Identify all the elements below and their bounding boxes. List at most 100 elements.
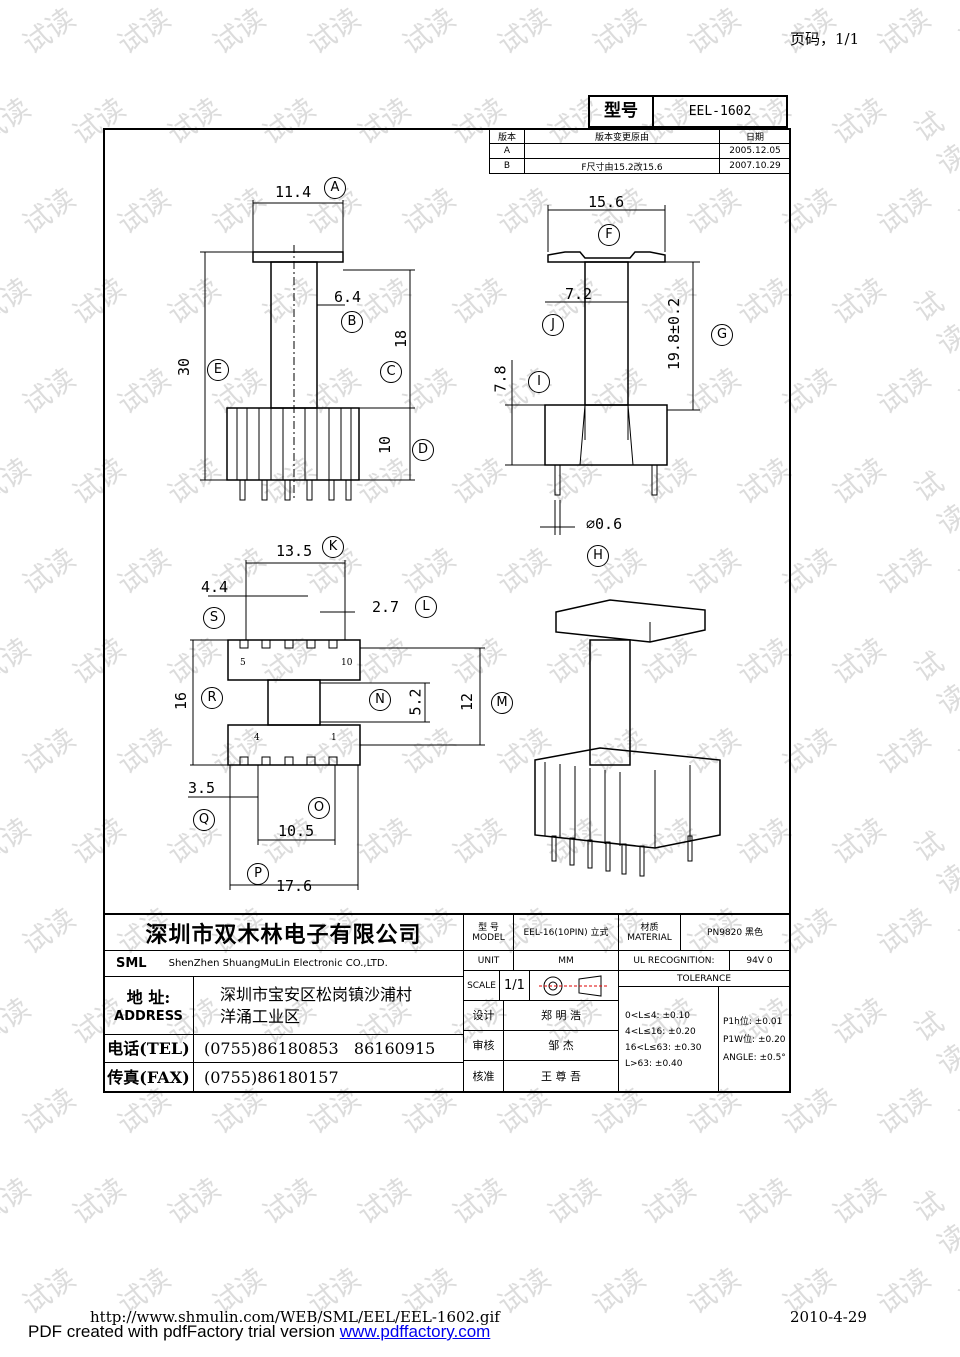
dimension-letter-i: I bbox=[528, 371, 550, 393]
tolerance-line: L>63: ±0.40 bbox=[625, 1058, 683, 1069]
front-dim-lines bbox=[200, 200, 415, 481]
dim-a-value: 11.4 bbox=[275, 183, 312, 201]
tel-label: 电话(TEL) bbox=[107, 1038, 190, 1058]
approve-label-cell: 核准 bbox=[464, 1061, 504, 1093]
dim-e-value: 30 bbox=[175, 357, 194, 377]
side-core bbox=[584, 261, 629, 406]
plan-core bbox=[267, 679, 321, 726]
fax-label: 传真(FAX) bbox=[107, 1067, 190, 1087]
fax-value: (0755)86180157 bbox=[204, 1067, 339, 1087]
front-base bbox=[226, 407, 360, 481]
material-value-cell: PN9820 黑色 bbox=[681, 915, 790, 951]
material-label-cell: 材质 MATERIAL bbox=[619, 915, 681, 951]
dim-l-value: 2.7 bbox=[372, 598, 400, 616]
tb-model-label: 型 号 MODEL bbox=[472, 922, 505, 943]
rev-cell: 2007.10.29 bbox=[719, 158, 791, 174]
dim-c-value: 18 bbox=[392, 329, 411, 349]
scale-value: 1/1 bbox=[504, 978, 525, 993]
model-value: EEL-1602 bbox=[688, 104, 752, 119]
tolerance-left-cell: 0<L≤4: ±0.10 4<L≤16: ±0.20 16<L≤63: ±0.3… bbox=[619, 987, 719, 1093]
tolerance-label-cell: TOLERANCE bbox=[619, 971, 790, 987]
pdf-link[interactable]: www.pdffactory.com bbox=[339, 1322, 491, 1341]
check-value: 邹 杰 bbox=[548, 1038, 574, 1052]
rev-cell: F尺寸由15.2改15.6 bbox=[524, 158, 720, 174]
dim-k-value: 13.5 bbox=[276, 542, 313, 560]
tolerance-line: 0<L≤4: ±0.10 bbox=[625, 1010, 691, 1021]
iso-base-ribs bbox=[544, 762, 691, 848]
pin-number: 4 bbox=[254, 733, 260, 743]
address-label-en: ADDRESS bbox=[114, 1009, 183, 1024]
tolerance-label: TOLERANCE bbox=[676, 973, 732, 984]
dimension-letter-d: D bbox=[412, 439, 434, 461]
pin-number: 5 bbox=[240, 658, 246, 668]
dim-j-value: 7.2 bbox=[565, 285, 593, 303]
side-pin-left bbox=[554, 464, 561, 496]
company-name-cell: 深圳市双木林电子有限公司 bbox=[104, 915, 464, 951]
tb-model-value: EEL-16(10PIN) 立式 bbox=[523, 927, 609, 938]
material-label: 材质 MATERIAL bbox=[627, 922, 672, 943]
dimension-letter-h: H bbox=[587, 545, 609, 567]
front-view bbox=[200, 200, 415, 501]
ul-label-cell: UL RECOGNITION: bbox=[619, 951, 730, 971]
tel-value: (0755)86180853 86160915 bbox=[204, 1038, 436, 1058]
dim-i-value: 7.8 bbox=[491, 365, 510, 393]
tolerance-line: 16<L≤63: ±0.30 bbox=[625, 1042, 702, 1053]
revision-table: 版本 版本变更原由 日期 A 2005.12.05 B F尺寸由15.2改15.… bbox=[489, 128, 791, 174]
page-number: 页码，1/1 bbox=[790, 30, 860, 48]
plan-top-slots bbox=[239, 640, 338, 649]
approve-value: 王 尊 吾 bbox=[541, 1069, 581, 1083]
projection-symbol-cell bbox=[530, 971, 619, 1001]
ul-value-cell: 94V 0 bbox=[730, 951, 790, 971]
dimension-letter-g: G bbox=[711, 324, 733, 346]
dimension-letter-e: E bbox=[207, 359, 229, 381]
approve-label: 核准 bbox=[472, 1069, 495, 1083]
front-pins bbox=[239, 479, 352, 501]
dim-h-value: ∅0.6 bbox=[586, 515, 623, 533]
design-value: 郑 明 浩 bbox=[541, 1008, 581, 1022]
dimension-letter-s: S bbox=[203, 607, 225, 629]
company-en-cell: SML ShenZhen ShuangMuLin Electronic CO.,… bbox=[104, 951, 464, 977]
iso-top-flange bbox=[555, 599, 706, 643]
ul-value: 94V 0 bbox=[746, 955, 773, 966]
table-row: B F尺寸由15.2改15.6 2007.10.29 bbox=[489, 158, 791, 174]
address-label: 地 址: bbox=[126, 988, 171, 1007]
unit-label-cell: UNIT bbox=[464, 951, 514, 971]
check-label-cell: 审核 bbox=[464, 1031, 504, 1061]
iso-base bbox=[534, 747, 721, 849]
check-label: 审核 bbox=[472, 1038, 495, 1052]
dim-b-value: 6.4 bbox=[334, 288, 362, 306]
model-box: 型号 EEL-1602 bbox=[588, 95, 788, 128]
dim-f-value: 15.6 bbox=[588, 193, 625, 211]
plan-bottom-slots bbox=[239, 756, 338, 765]
check-value-cell: 邹 杰 bbox=[504, 1031, 619, 1061]
address-line-1: 深圳市宝安区松岗镇沙浦村 bbox=[220, 984, 413, 1004]
side-top-flange bbox=[547, 251, 666, 263]
iso-core bbox=[589, 639, 631, 766]
address-label-cell: 地 址: ADDRESS bbox=[104, 977, 194, 1035]
iso-pins bbox=[551, 835, 693, 877]
revision-header-row: 版本 版本变更原由 日期 bbox=[489, 128, 791, 144]
dim-o-value: 10.5 bbox=[278, 822, 315, 840]
dimension-letter-k: K bbox=[322, 536, 344, 558]
title-block: 深圳市双木林电子有限公司 SML ShenZhen ShuangMuLin El… bbox=[104, 913, 790, 1093]
unit-value: MM bbox=[558, 955, 574, 966]
address-value-cell: 深圳市宝安区松岗镇沙浦村 洋涌工业区 bbox=[194, 977, 464, 1035]
dimension-letter-j: J bbox=[542, 314, 564, 336]
unit-label: UNIT bbox=[477, 955, 500, 966]
dimension-letter-b: B bbox=[341, 311, 363, 333]
side-base bbox=[544, 404, 668, 466]
front-base-ribs bbox=[236, 408, 352, 480]
dimension-letter-m: M bbox=[491, 692, 513, 714]
scale-label: SCALE bbox=[467, 980, 496, 991]
footer-url: http://www.shmulin.com/WEB/SML/EEL/EEL-1… bbox=[90, 1308, 500, 1326]
model-value-cell: EEL-16(10PIN) 立式 bbox=[514, 915, 619, 951]
dim-q-value: 3.5 bbox=[188, 779, 216, 797]
dimension-letter-n: N bbox=[369, 689, 391, 711]
dimension-letter-r: R bbox=[201, 687, 223, 709]
tel-label-cell: 电话(TEL) bbox=[104, 1035, 194, 1063]
company-name: 深圳市双木林电子有限公司 bbox=[145, 921, 422, 948]
dim-g-value: 19.8±0.2 bbox=[665, 297, 684, 371]
design-label: 设计 bbox=[472, 1008, 495, 1022]
pdf-note: PDF created with pdfFactory trial versio… bbox=[28, 1322, 490, 1342]
